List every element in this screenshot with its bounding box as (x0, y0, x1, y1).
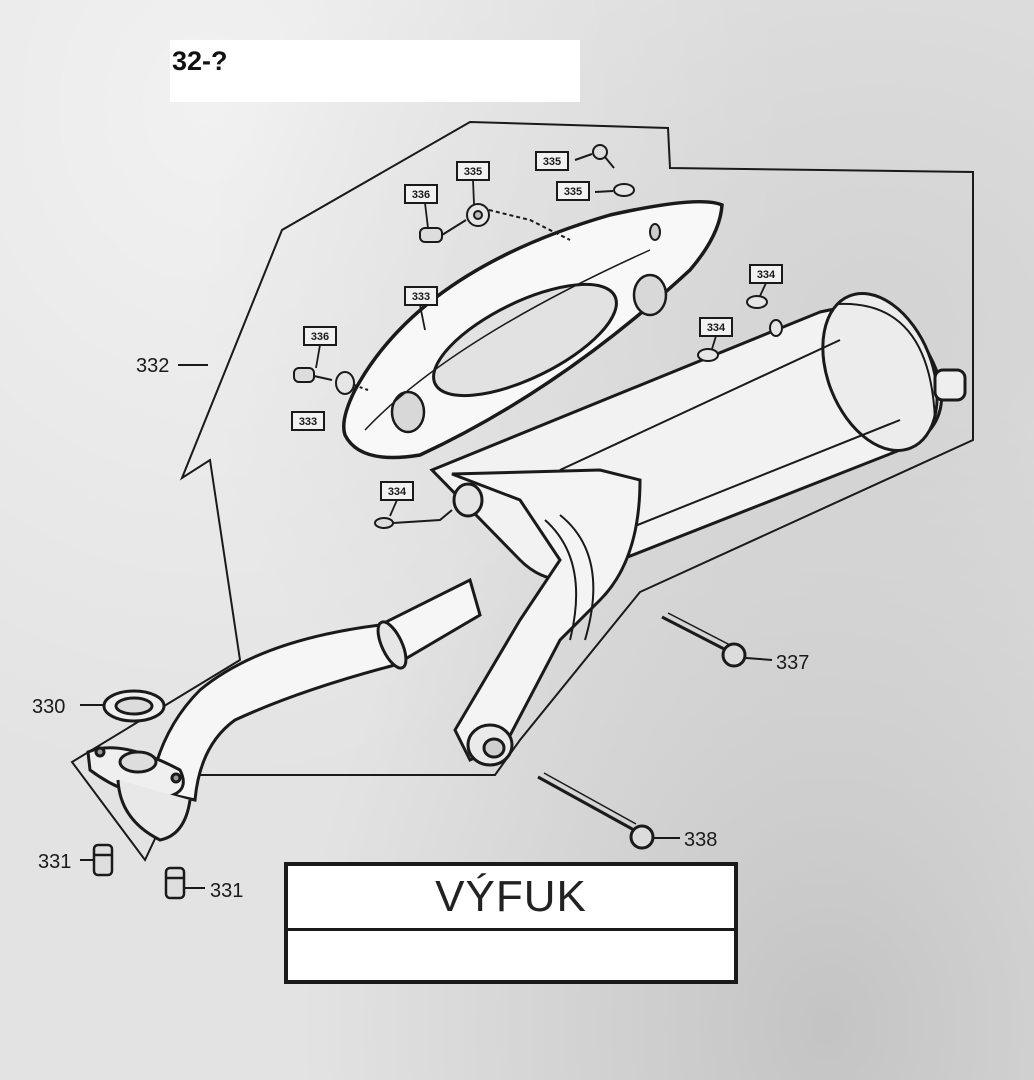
tag-335-right: 335 (556, 181, 590, 201)
clip-upper-left (419, 219, 467, 243)
tag-leaders (315, 179, 767, 517)
clip-left (293, 367, 333, 383)
tag-336-left-text: 336 (311, 331, 329, 343)
washer-upper-right (594, 183, 635, 197)
exhaust-flange (86, 746, 192, 842)
tag-336-left: 336 (303, 326, 337, 346)
tag-335-center: 335 (456, 161, 490, 181)
callout-338: 338 (684, 829, 717, 851)
callout-330: 330 (32, 696, 65, 718)
tag-333-left: 333 (291, 411, 325, 431)
nut-331-left (80, 843, 114, 877)
tag-335-right-text: 335 (564, 186, 582, 198)
section-label: 32-? (170, 40, 580, 102)
tag-334-right-upper-text: 334 (757, 269, 776, 281)
tag-334-right-upper: 334 (749, 264, 783, 284)
tag-335-upper-right: 335 (535, 151, 569, 171)
mounting-bracket (451, 468, 642, 767)
callout-332: 332 (136, 355, 169, 377)
bolt-338 (537, 772, 680, 850)
callout-337: 337 (776, 652, 809, 674)
tag-333-left-text: 333 (299, 416, 317, 428)
exhaust-pipe (148, 577, 482, 802)
tag-334-lower-text: 334 (388, 486, 407, 498)
tag-334-lower: 334 (380, 481, 414, 501)
subtitle-row (288, 928, 734, 980)
washer-left (335, 371, 369, 395)
washer-right-2 (697, 319, 783, 362)
tag-333-shield: 333 (404, 286, 438, 306)
tag-334-right-lower: 334 (699, 317, 733, 337)
tag-336-upper: 336 (404, 184, 438, 204)
screw-upper-right (574, 144, 615, 169)
tag-334-right-lower-text: 334 (707, 322, 726, 334)
assembly-outline (70, 120, 974, 862)
diagram-title: VÝFUK (435, 872, 587, 921)
tag-335-upper-right-text: 335 (543, 156, 561, 168)
bolt-337 (661, 612, 773, 668)
tag-336-upper-text: 336 (412, 189, 430, 201)
heat-shield (342, 199, 724, 460)
gasket-330 (80, 689, 166, 723)
title-block: VÝFUK (284, 862, 738, 984)
nut-331-right (164, 866, 205, 900)
callout-331-left: 331 (38, 851, 71, 873)
washer-right-1 (746, 295, 768, 309)
tag-335-center-text: 335 (464, 166, 482, 178)
washer-upper-left (466, 203, 571, 241)
title-row: VÝFUK (288, 866, 734, 931)
section-code: 32-? (172, 46, 228, 76)
tag-333-shield-text: 333 (412, 291, 430, 303)
callout-331-right: 331 (210, 880, 243, 902)
pin-lower (374, 509, 453, 529)
